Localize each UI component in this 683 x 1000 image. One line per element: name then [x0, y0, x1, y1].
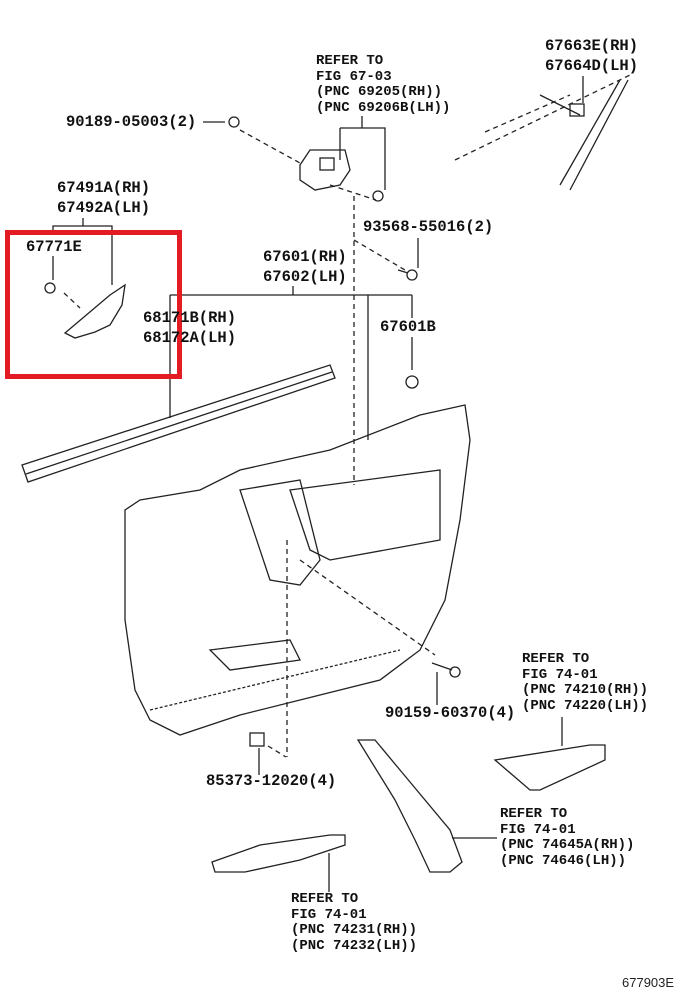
door-trim-panel — [124, 404, 471, 736]
part-label-67601: 67601(RH) — [263, 248, 347, 266]
dashed-guides — [63, 74, 631, 758]
pull-handle — [356, 739, 463, 873]
ref-line: (PNC 74231(RH)) — [291, 922, 418, 938]
ref-line: (PNC 74232(LH)) — [291, 937, 418, 954]
part-label-85373: 85373-12020(4) — [206, 772, 337, 790]
part-label-68171B: 68171B(RH) — [143, 309, 237, 327]
ref-line: (PNC 74210(RH)) — [522, 682, 649, 698]
part-label-67664D: 67664D(LH) — [545, 57, 639, 75]
diagram-code: 677903E — [622, 975, 675, 990]
inside-handle — [228, 116, 384, 202]
ref-line: FIG 67-03 — [316, 68, 392, 85]
ref-line: FIG 74-01 — [522, 666, 598, 683]
armrest-cover — [493, 744, 606, 791]
part-label-90159: 90159-60370(4) — [385, 704, 516, 722]
part-label-67601B: 67601B — [380, 318, 436, 336]
ref-line: (PNC 74645A(RH)) — [500, 837, 635, 853]
ref-line: (PNC 69206B(LH)) — [316, 99, 451, 116]
ref-line: REFER TO — [522, 651, 590, 667]
belt-moulding — [21, 364, 336, 483]
part-label-67602: 67602(LH) — [263, 268, 347, 286]
window-weatherstrip — [539, 79, 629, 191]
ref-line: FIG 74-01 — [291, 906, 367, 923]
part-label-67491A: 67491A(RH) — [57, 179, 151, 197]
highlight-box — [5, 230, 182, 379]
ref-line: REFER TO — [291, 891, 359, 907]
mirror-cover — [63, 283, 126, 339]
ref-line: FIG 74-01 — [500, 821, 576, 838]
ref-line: REFER TO — [316, 53, 384, 69]
ref-line: REFER TO — [500, 806, 568, 822]
ref-line: (PNC 74646(LH)) — [500, 852, 627, 869]
ref-line: (PNC 69205(RH)) — [316, 84, 443, 100]
part-label-68172A: 68172A(LH) — [143, 329, 237, 347]
ref-line: (PNC 74220(LH)) — [522, 697, 649, 714]
part-label-90189: 90189-05003(2) — [66, 113, 197, 131]
part-label-67663E: 67663E(RH) — [545, 37, 639, 55]
part-label-67492A: 67492A(LH) — [57, 199, 151, 217]
part-label-93568: 93568-55016(2) — [363, 218, 494, 236]
switch-base — [211, 834, 346, 873]
clips — [44, 269, 461, 747]
part-label-67771E: 67771E — [26, 238, 82, 256]
